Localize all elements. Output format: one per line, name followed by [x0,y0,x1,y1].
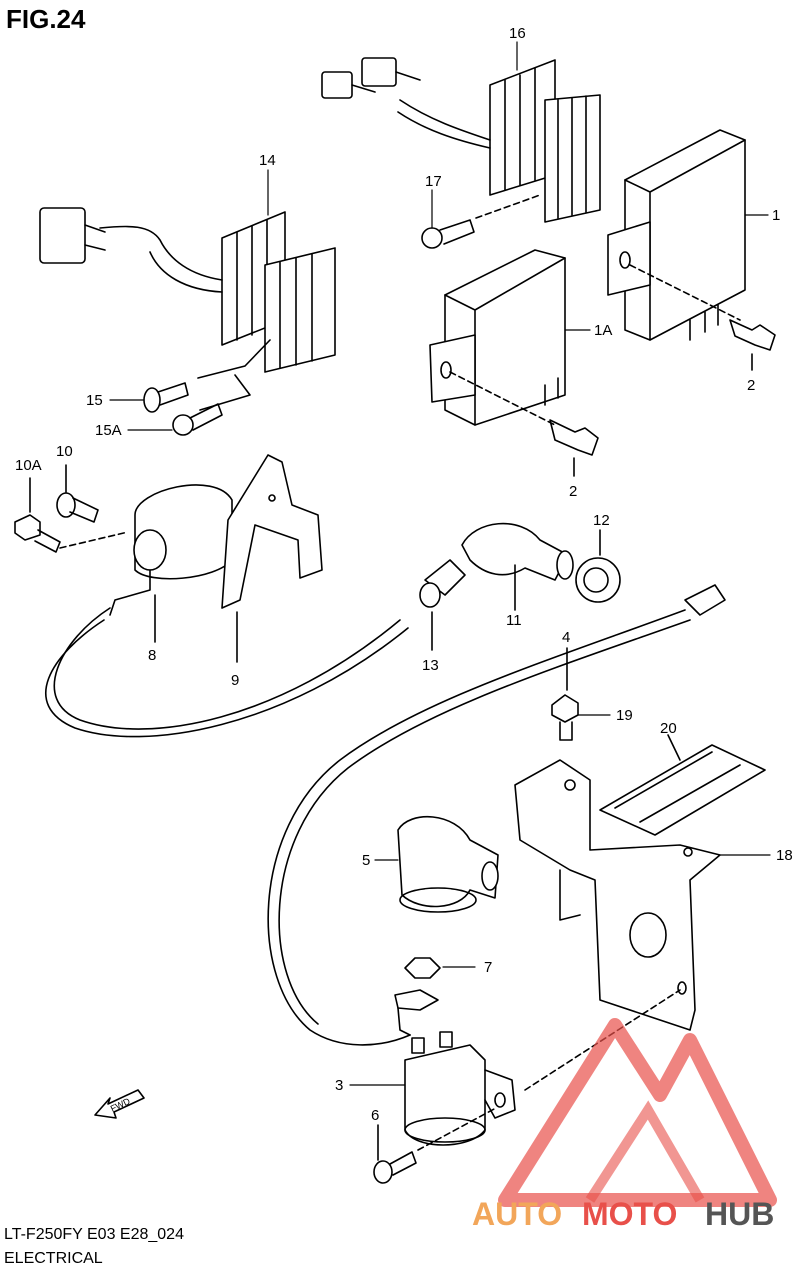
part-10-bolt [56,464,99,523]
callout-5: 5 [362,852,370,869]
model-code: LT-F250FY E03 E28_024 [4,1226,184,1243]
part-2-bolt-lower [549,419,599,477]
part-19-bolt [551,647,579,741]
callout-1a: 1A [594,322,612,339]
part-14-regulator [39,207,336,411]
callout-2-upper: 2 [747,377,755,394]
part-13-cap [419,559,466,651]
callout-19: 19 [616,707,633,724]
part-17-bolt [421,194,541,249]
callout-18: 18 [776,847,793,864]
callout-13: 13 [422,657,439,674]
part-9-bracket [221,454,323,663]
callout-3: 3 [335,1077,343,1094]
callout-7: 7 [484,959,492,976]
callout-1: 1 [772,207,780,224]
part-7-nut [404,957,441,979]
part-8-ignition-coil [45,484,409,738]
terminal-eyelet [394,989,439,1036]
callout-10a: 10A [15,457,42,474]
callout-16: 16 [509,25,526,42]
watermark-moto: MOTO [582,1196,677,1232]
callout-12: 12 [593,512,610,529]
part-5-cover [397,815,499,913]
part-10a-bolt [14,477,129,553]
section-name: ELECTRICAL [4,1250,103,1267]
leader-lines [109,41,771,1086]
lead-wire [267,584,726,1046]
part-1-cdi-box [607,129,746,341]
part-12-grommet [575,529,621,603]
part-2-bolt-upper [729,319,776,371]
part-11-plug-cap [461,522,574,611]
watermark-logo: AUTO MOTO HUB [472,1018,777,1232]
part-20-strap [599,734,766,836]
watermark-auto: AUTO [472,1196,562,1232]
watermark-hub: HUB [705,1196,774,1232]
part-3-starter-relay [404,1031,516,1146]
callout-14: 14 [259,152,276,169]
part-16-regulator [321,57,601,223]
callout-20: 20 [660,720,677,737]
part-6-screw [373,1107,497,1184]
callout-11: 11 [506,612,522,629]
part-15-screws [143,382,223,436]
callout-9: 9 [231,672,239,689]
callout-17: 17 [425,173,442,190]
figure-title: FIG.24 [6,4,86,34]
callout-4: 4 [562,629,570,646]
callout-10: 10 [56,443,73,460]
callout-6: 6 [371,1107,379,1124]
fwd-arrow-icon [94,1089,145,1119]
callout-2-lower: 2 [569,483,577,500]
part-1a-cdi-box [429,249,566,426]
callout-15a: 15A [95,422,122,439]
callout-8: 8 [148,647,156,664]
callout-15: 15 [86,392,103,409]
